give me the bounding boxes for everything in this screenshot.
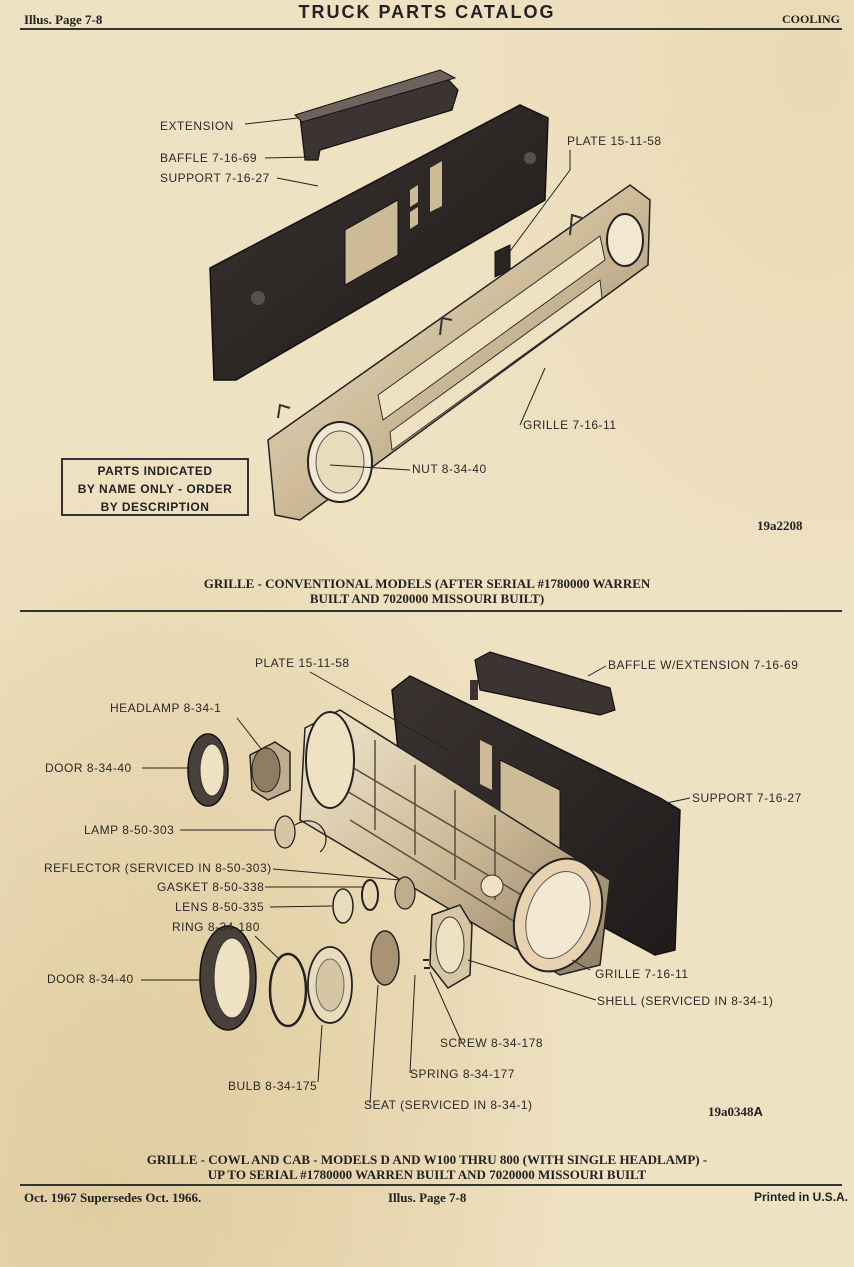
- note-line-3: BY DESCRIPTION: [100, 500, 210, 514]
- fig2-caption: GRILLE - COWL AND CAB - MODELS D AND W10…: [0, 1152, 854, 1182]
- fig2-label-door-lower: DOOR 8-34-40: [47, 972, 134, 986]
- fig1-grille-part: [267, 184, 651, 521]
- header-page-number: Illus. Page 7-8: [24, 12, 103, 27]
- fig2-label-bulb: BULB 8-34-175: [228, 1079, 318, 1093]
- fig2-label-door-upper: DOOR 8-34-40: [45, 761, 132, 775]
- fig1-label-baffle: BAFFLE 7-16-69: [160, 151, 258, 165]
- fig1-caption-line-1: GRILLE - CONVENTIONAL MODELS (AFTER SERI…: [203, 576, 651, 591]
- fig2-label-baffle: BAFFLE W/EXTENSION 7-16-69: [608, 658, 799, 672]
- fig1-label-nut: NUT 8-34-40: [412, 462, 487, 476]
- fig2-label-support: SUPPORT 7-16-27: [692, 791, 802, 805]
- fig2-label-spring: SPRING 8-34-177: [410, 1067, 515, 1081]
- fig2-label-headlamp: HEADLAMP 8-34-1: [110, 701, 222, 715]
- footer-printed-in: Printed in U.S.A.: [753, 1190, 848, 1204]
- footer-date: Oct. 1967 Supersedes Oct. 1966.: [24, 1190, 202, 1205]
- fig1-label-support: SUPPORT 7-16-27: [160, 171, 270, 185]
- footer-page-number: Illus. Page 7-8: [388, 1190, 467, 1205]
- fig1-caption: GRILLE - CONVENTIONAL MODELS (AFTER SERI…: [0, 576, 854, 606]
- fig1-label-extension: EXTENSION: [160, 119, 234, 133]
- note-line-1: PARTS INDICATED: [97, 464, 213, 478]
- header-rule: [20, 28, 842, 30]
- fig1-label-grille: GRILLE 7-16-11: [523, 418, 617, 432]
- fig2-label-seat: SEAT (SERVICED IN 8-34-1): [364, 1098, 533, 1112]
- section-divider: [20, 610, 842, 612]
- fig2-headlamp-components: [187, 733, 473, 1031]
- footer-rule: [20, 1184, 842, 1186]
- fig2-label-lens: LENS 8-50-335: [175, 900, 265, 914]
- fig1-caption-line-2: BUILT AND 7020000 MISSOURI BUILT): [309, 591, 545, 606]
- parts-by-name-note: PARTS INDICATED BY NAME ONLY - ORDER BY …: [61, 458, 249, 516]
- fig2-label-lamp: LAMP 8-50-303: [84, 823, 175, 837]
- fig2-label-plate: PLATE 15-11-58: [255, 656, 350, 670]
- header-section: COOLING: [781, 12, 840, 26]
- fig2-grille-part: [299, 709, 611, 976]
- fig2-leader-lines: [141, 665, 691, 1104]
- fig2-reference-suffix: A: [753, 1104, 763, 1119]
- fig2-label-grille: GRILLE 7-16-11: [595, 967, 689, 981]
- fig2-baffle-part: [470, 651, 616, 716]
- fig2-reference-code: 19a0348: [708, 1104, 754, 1119]
- fig1-reference-number: 19a2208: [757, 518, 803, 533]
- catalog-title: TRUCK PARTS CATALOG: [298, 2, 556, 22]
- fig2-label-reflector: REFLECTOR (SERVICED IN 8-50-303): [44, 861, 272, 875]
- fig2-label-ring: RING 8-34-180: [172, 920, 260, 934]
- fig1-leader-lines: [244, 117, 571, 471]
- fig1-label-plate: PLATE 15-11-58: [567, 134, 662, 148]
- fig1-extension-part: [294, 69, 459, 161]
- fig2-reference-number: 19a0348A: [708, 1104, 763, 1120]
- fig2-caption-line-2: UP TO SERIAL #1780000 WARREN BUILT AND 7…: [207, 1167, 647, 1182]
- fig2-label-shell: SHELL (SERVICED IN 8-34-1): [597, 994, 774, 1008]
- fig2-caption-line-1: GRILLE - COWL AND CAB - MODELS D AND W10…: [146, 1152, 708, 1167]
- fig2-label-screw: SCREW 8-34-178: [440, 1036, 544, 1050]
- note-line-2: BY NAME ONLY - ORDER: [77, 482, 233, 496]
- fig1-support-panel: [209, 104, 549, 381]
- fig2-label-gasket: GASKET 8-50-338: [157, 880, 265, 894]
